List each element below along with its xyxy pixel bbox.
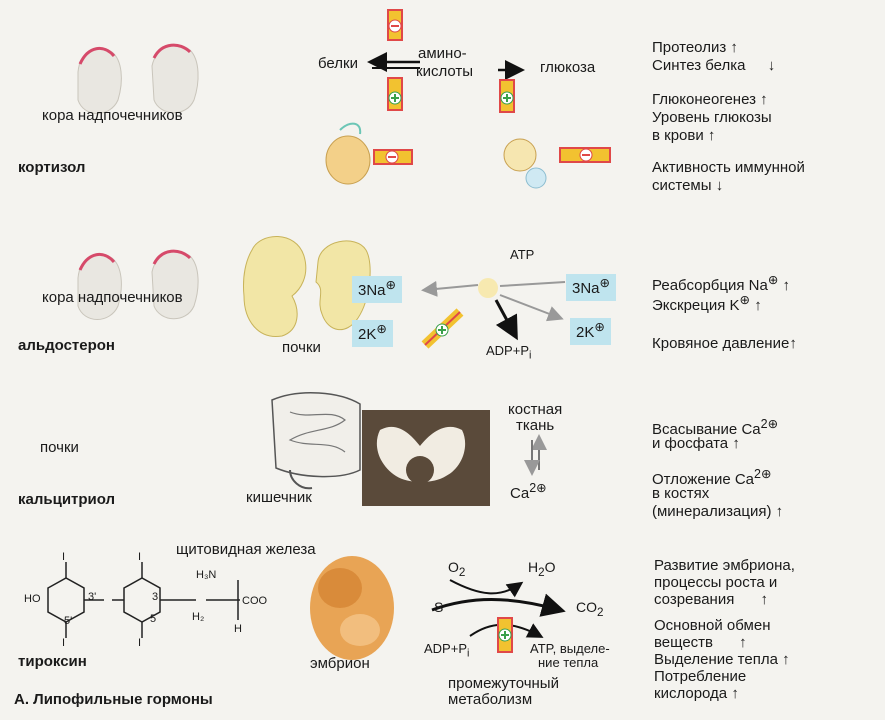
label-atp-heat-1: ATP, выделе- — [530, 641, 610, 656]
chem-coo: COO — [242, 595, 268, 607]
label-proteins: белки — [318, 55, 358, 72]
label-adp-2: ADP+Pi — [424, 641, 470, 660]
effect-calc-4: в костях — [652, 485, 710, 502]
chem-3p: 3' — [88, 591, 97, 603]
organ-label-adrenal-2: кора надпочечников — [42, 289, 183, 306]
effect-thyro-5: веществ ↑ — [654, 634, 747, 651]
label-s: S — [434, 599, 444, 615]
label-kidneys: почки — [282, 339, 321, 356]
label-h2o: H2O — [528, 559, 556, 579]
effect-aldo-3: Кровяное давление↑ — [652, 335, 797, 352]
label-amino-2: кислоты — [416, 63, 474, 80]
label-intestine: кишечник — [246, 489, 312, 506]
thyroxine-structure — [47, 562, 240, 638]
organ-label-kidneys: почки — [40, 439, 79, 456]
effect-calc-3: Отложение Ca2⊕ — [652, 467, 772, 488]
label-o2: O2 — [448, 559, 466, 579]
effect-thyro-3: созревания ↑ — [654, 591, 769, 608]
hormone-cortisol: кортизол — [18, 159, 86, 176]
effect-thyro-7: Потребление — [654, 668, 747, 685]
label-metab-1: промежуточный — [448, 675, 559, 692]
effect-thyro-6: Выделение тепла ↑ — [654, 651, 790, 668]
chem-5: 5 — [150, 613, 157, 625]
pelvis-xray — [362, 410, 490, 506]
effect-calc-1: Всасывание Ca2⊕ — [652, 417, 779, 438]
chem-h: H — [234, 623, 242, 635]
hormone-aldosterone: альдостерон — [18, 337, 115, 354]
chem-3: 3 — [152, 591, 159, 603]
label-glucose: глюкоза — [540, 59, 596, 76]
effect-aldo-2: Экскреция K⊕ ↑ — [652, 293, 762, 314]
effect-aldo-1: Реабсорбция Na⊕ ↑ — [652, 273, 790, 294]
label-atp-heat-2: ние тепла — [538, 655, 599, 670]
label-ca: Ca2⊕ — [510, 481, 547, 502]
ion-k-left: 2K⊕ — [352, 320, 393, 347]
organ-label-adrenal-1: кора надпочечников — [42, 107, 183, 124]
effect-cortisol-7: системы ↓ — [652, 177, 724, 194]
effect-thyro-8: кислорода ↑ — [654, 685, 739, 702]
organ-label-thyroid: щитовидная железа — [176, 541, 316, 558]
adrenal-gland-pair-1 — [77, 43, 199, 114]
chem-i-1: I — [62, 551, 66, 563]
effect-calc-2: и фосфата ↑ — [652, 435, 740, 452]
effect-cortisol-6: Активность иммунной — [652, 159, 805, 176]
chem-nh3: H₃N — [196, 569, 217, 581]
chem-5p: 5' — [64, 615, 73, 627]
ion-na-left: 3Na⊕ — [352, 276, 403, 303]
hormone-thyroxine: тироксин — [18, 653, 87, 670]
effect-thyro-1: Развитие эмбриона, — [654, 557, 795, 574]
bone-ca-arrows — [524, 434, 547, 476]
intestine — [271, 392, 361, 490]
ion-na-right: 3Na⊕ — [566, 274, 617, 301]
chem-ho: HO — [24, 593, 41, 605]
label-bone-1: костная — [508, 401, 563, 418]
label-metab-2: метаболизм — [448, 691, 533, 708]
adrenal-gland-pair-2 — [77, 249, 199, 320]
label-amino-1: амино- — [418, 45, 467, 62]
effect-cortisol-3: Глюконеогенез ↑ — [652, 91, 768, 108]
hormone-calcitriol: кальцитриол — [18, 491, 116, 508]
na-k-pump — [421, 278, 566, 349]
effect-thyro-2: процессы роста и — [654, 574, 778, 591]
effect-cortisol-4: Уровень глюкозы — [652, 109, 772, 126]
chem-i-2: I — [62, 637, 66, 649]
label-adp: ADP+Pi — [486, 343, 532, 362]
effect-thyro-4: Основной обмен — [654, 617, 771, 634]
label-co2: CO2 — [576, 599, 604, 619]
effect-cortisol-2: Синтез белка ↓ — [652, 57, 776, 74]
label-atp: ATP — [510, 247, 535, 262]
effect-cortisol-1: Протеолиз ↑ — [652, 39, 738, 56]
embryo-photo — [310, 556, 394, 660]
figure-caption: А. Липофильные гормоны — [14, 691, 213, 708]
kidneys — [243, 236, 371, 337]
ion-k-right: 2K⊕ — [570, 318, 611, 345]
chem-h2: H₂ — [192, 611, 205, 623]
chem-i-4: I — [138, 637, 142, 649]
label-embryo: эмбрион — [310, 655, 370, 672]
metabolism-arrows — [431, 579, 566, 653]
effect-cortisol-5: в крови ↑ — [652, 127, 716, 144]
label-bone-2: ткань — [516, 417, 555, 434]
effect-calc-5: (минерализация) ↑ — [652, 503, 784, 520]
cortisol-pathway — [325, 9, 611, 189]
chem-i-3: I — [138, 551, 142, 563]
